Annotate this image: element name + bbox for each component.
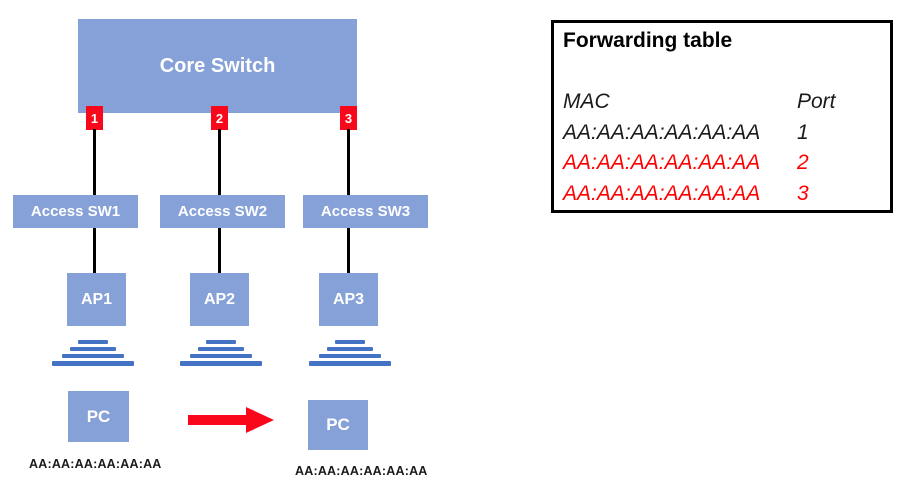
arrow-head [246,407,274,433]
core-switch-label: Core Switch [159,54,276,77]
port-number: 1 [90,110,99,126]
pc-mac-address-before: AA:AA:AA:AA:AA:AA [29,457,162,471]
pc-node-after: PC [308,400,368,450]
port-number: 3 [344,110,353,126]
port-badge-1: 1 [86,106,103,130]
access-point-3-node: AP3 [319,273,378,326]
arrow-shaft [188,415,248,425]
access-switch-label: Access SW1 [30,203,121,220]
core-switch-node: Core Switch [78,19,357,113]
pc-mac-address-after: AA:AA:AA:AA:AA:AA [295,464,428,478]
access-point-2-node: AP2 [190,273,249,326]
access-switch-1-node: Access SW1 [13,195,138,228]
forwarding-table-header-row: MAC Port [563,87,881,118]
wifi-signal-icon [51,340,135,366]
mac-cell: AA:AA:AA:AA:AA:AA [563,181,761,205]
pc-label: PC [326,415,350,434]
port-column-header: Port [797,90,836,113]
port-cell: 1 [797,120,809,144]
forwarding-table-row-2: AA:AA:AA:AA:AA:AA 2 [563,148,881,179]
access-point-1-node: AP1 [67,273,126,326]
wifi-signal-icon [308,340,392,366]
access-switch-label: Access SW2 [177,203,268,220]
access-switch-2-node: Access SW2 [160,195,285,228]
mac-column-header: MAC [563,90,610,113]
port-cell: 2 [797,151,809,174]
access-point-label: AP3 [332,290,365,308]
forwarding-table-row-1: AA:AA:AA:AA:AA:AA 1 [563,118,881,149]
link-line-sw1-ap1 [93,228,96,273]
link-line-port1-sw1 [93,129,96,195]
forwarding-table-title: Forwarding table [563,29,733,52]
forwarding-table-row-3: AA:AA:AA:AA:AA:AA 3 [563,179,881,210]
mac-cell: AA:AA:AA:AA:AA:AA [563,120,761,144]
access-switch-3-node: Access SW3 [303,195,428,228]
mac-cell: AA:AA:AA:AA:AA:AA [563,151,761,174]
wifi-signal-icon [179,340,263,366]
link-line-port3-sw3 [347,129,350,195]
pc-node-before: PC [68,391,129,442]
access-point-label: AP2 [203,290,236,308]
access-point-label: AP1 [80,290,113,308]
port-number: 2 [215,110,224,126]
port-cell: 3 [797,181,809,205]
forwarding-table-rows: MAC Port AA:AA:AA:AA:AA:AA 1 AA:AA:AA:AA… [563,87,881,209]
port-badge-3: 3 [340,106,357,130]
link-line-sw3-ap3 [347,228,350,273]
roaming-arrow-icon [188,407,274,433]
link-line-port2-sw2 [218,129,221,195]
forwarding-table: Forwarding table MAC Port AA:AA:AA:AA:AA… [551,20,893,213]
link-line-sw2-ap2 [218,228,221,273]
pc-label: PC [86,406,111,426]
port-badge-2: 2 [211,106,228,130]
access-switch-label: Access SW3 [320,203,411,220]
